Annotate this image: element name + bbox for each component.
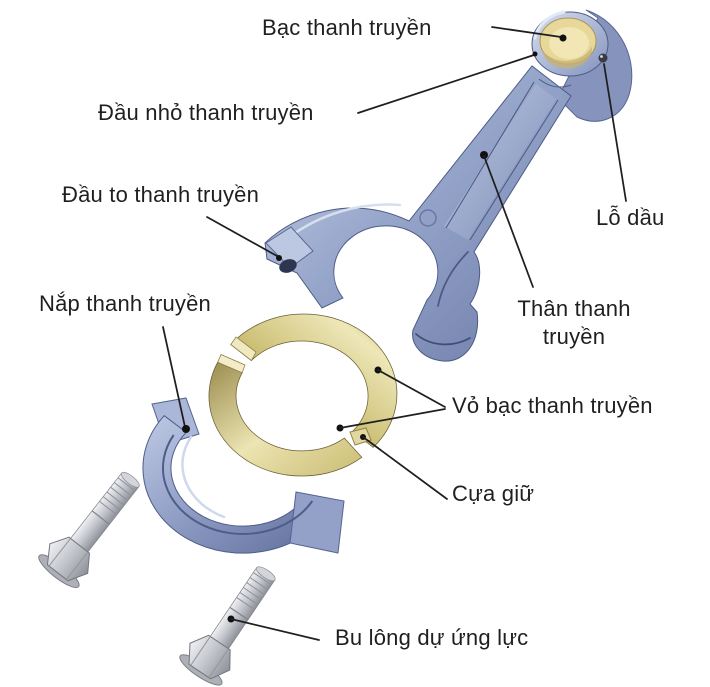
- arch-highlight: [286, 203, 402, 240]
- label-bolt: Bu lông dự ứng lực: [335, 625, 529, 650]
- label-shell: Vỏ bạc thanh truyền: [452, 393, 653, 418]
- label-big-end: Đầu to thanh truyền: [62, 182, 260, 207]
- cap-inner-highlight: [181, 435, 226, 519]
- leader-small-end: [357, 54, 535, 114]
- label-shank: Thân thanh truyền: [517, 296, 631, 349]
- leader-dot: [480, 151, 488, 159]
- bearing-shells: [208, 313, 398, 477]
- label-lug: Cựa giữ: [452, 481, 535, 506]
- oil-hole: [598, 53, 608, 63]
- leader-dot: [532, 51, 538, 57]
- bolt-upper: [34, 460, 154, 593]
- shaft-web-edge: [469, 99, 559, 241]
- arch-ridge: [437, 251, 469, 307]
- shell-end-face: [217, 354, 246, 374]
- leader-dot: [276, 255, 282, 261]
- connecting-rod: [264, 9, 633, 362]
- shaft-web-edge: [445, 81, 535, 229]
- leader-lug: [362, 436, 448, 500]
- leader-cap: [162, 326, 186, 428]
- leader-dot: [182, 425, 190, 433]
- label-cap: Nắp thanh truyền: [39, 291, 211, 316]
- forging-stamp: [419, 209, 437, 227]
- leader-bushing: [491, 26, 562, 38]
- eye-highlight: [533, 10, 566, 40]
- label-bushing: Bạc thanh truyền: [262, 15, 432, 40]
- bushing-shade: [542, 46, 593, 69]
- leader-big-end: [206, 216, 278, 257]
- label-small-end: Đầu nhỏ thanh truyền: [98, 100, 314, 125]
- big-end-bolt-pad: [265, 226, 314, 269]
- shaft-web: [444, 84, 556, 240]
- shaft-collar: [538, 78, 572, 88]
- cap-right-boss: [289, 491, 345, 554]
- bolt-pad-hole: [279, 259, 297, 273]
- leader-oil-hole: [603, 63, 627, 202]
- bearing-shell-lower: [208, 361, 363, 477]
- bushing-bore: [549, 27, 589, 59]
- leader-dot: [559, 34, 567, 42]
- leader-shell-lower: [339, 408, 446, 429]
- cap-groove: [162, 434, 314, 535]
- leader-shell-upper: [377, 369, 446, 408]
- label-oil-hole: Lỗ dầu: [596, 205, 665, 230]
- bearing-shell-upper: [230, 313, 398, 448]
- boss-split-line: [415, 333, 471, 346]
- shell-end-face: [230, 336, 257, 362]
- leader-shank: [483, 155, 534, 288]
- rod-body: [264, 65, 572, 362]
- leader-bolt: [230, 618, 320, 641]
- oil-hole-glint: [600, 55, 603, 58]
- leader-lines: [162, 26, 627, 641]
